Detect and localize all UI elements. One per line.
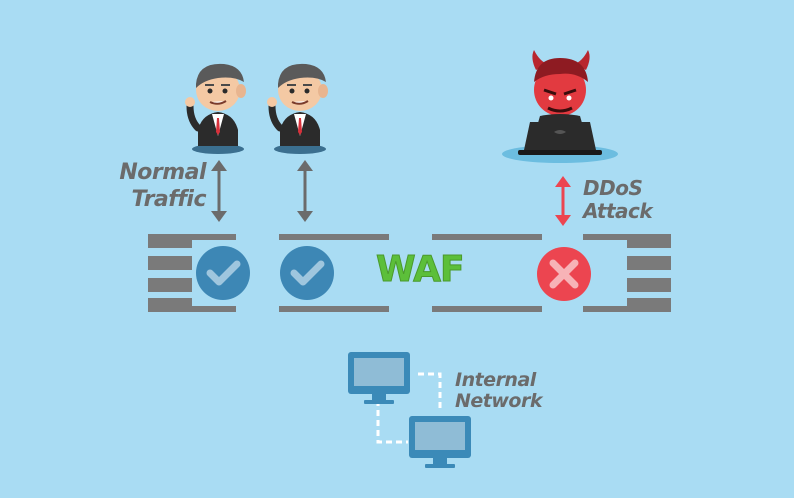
normal-traffic-label-line1: Normal — [119, 160, 206, 185]
normal-traffic-label-line2: Traffic — [131, 187, 206, 212]
check-icon — [280, 246, 334, 300]
normal-traffic-arrow-1 — [211, 160, 227, 222]
normal-user-2 — [267, 64, 328, 154]
check-icon — [196, 246, 250, 300]
monitor-icon — [348, 352, 410, 404]
ddos-attack-arrow — [555, 176, 571, 226]
ddos-label-line1: DDoS — [583, 176, 643, 200]
normal-traffic-arrow-2 — [297, 160, 313, 222]
waf-label: WAF — [376, 249, 466, 290]
right-firewall-slats — [627, 234, 671, 312]
monitor-icon — [409, 416, 471, 468]
laptop-icon — [518, 122, 602, 155]
internal-network-label-line1: Internal — [455, 369, 536, 391]
normal-user-1 — [185, 64, 246, 154]
x-icon — [537, 247, 591, 301]
network-links — [376, 372, 442, 444]
ddos-label-line2: Attack — [583, 199, 653, 223]
left-firewall-slats — [148, 234, 192, 312]
internal-network-label-line2: Network — [455, 390, 542, 412]
